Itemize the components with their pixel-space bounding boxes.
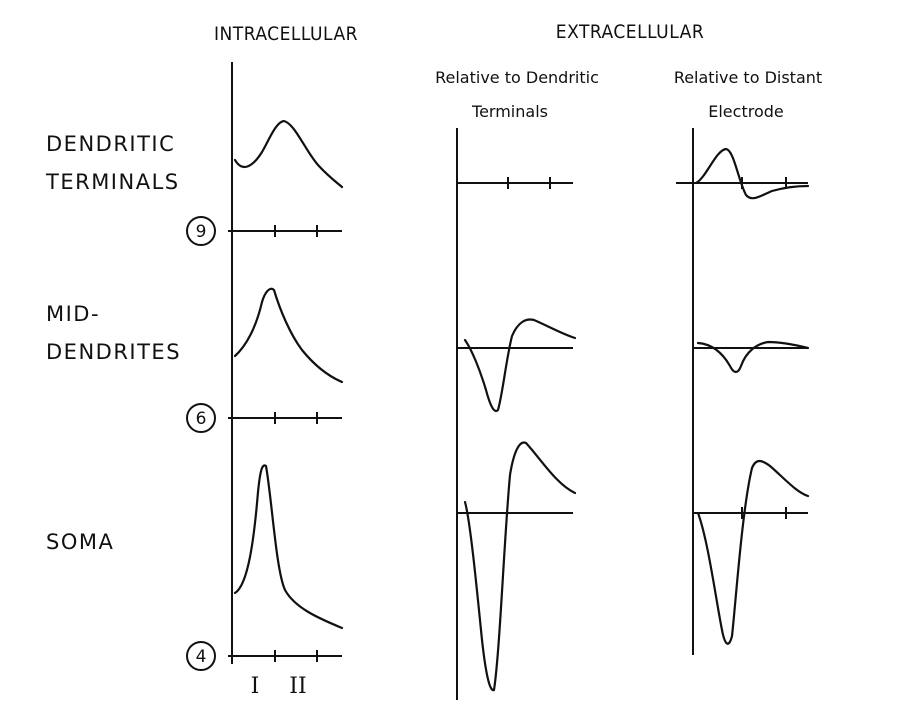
subheader-dendritic-line1: Relative to Dendritic xyxy=(435,68,599,87)
marker-6: 6 xyxy=(186,403,216,433)
trace-intracellular-dendritic xyxy=(233,119,344,189)
trace-intracellular-mid xyxy=(233,287,344,384)
marker-4: 4 xyxy=(186,641,216,671)
marker-4-label: 4 xyxy=(196,647,207,667)
row-label-dendritic: DENDRITIC xyxy=(46,132,175,156)
trace-extracellular-dendritic-mid xyxy=(463,318,577,413)
extracellular-dendritic-axes xyxy=(456,128,573,700)
marker-9: 9 xyxy=(186,216,216,246)
marker-6-label: 6 xyxy=(196,409,207,429)
row-label-soma: SOMA xyxy=(46,530,114,554)
intracellular-axes xyxy=(228,62,342,664)
trace-extracellular-dendritic-soma xyxy=(463,441,577,692)
row-label-mid: MID- xyxy=(46,302,100,326)
subheader-distant-line1: Relative to Distant xyxy=(674,68,822,87)
trace-extracellular-distant-mid xyxy=(696,340,810,374)
time-label-I: I xyxy=(251,674,260,699)
extracellular-distant-axes xyxy=(676,128,808,655)
trace-extracellular-distant-soma xyxy=(696,459,810,645)
subheader-dendritic-line2: Terminals xyxy=(471,102,548,121)
time-label-II: II xyxy=(289,674,306,699)
row-label-terminals: TERMINALS xyxy=(45,170,180,194)
trace-extracellular-distant-dendritic xyxy=(694,147,810,200)
row-label-dendrites: DENDRITES xyxy=(46,340,181,364)
header-extracellular: EXTRACELLULAR xyxy=(556,21,704,43)
marker-9-label: 9 xyxy=(196,222,207,242)
trace-intracellular-soma xyxy=(233,464,344,630)
subheader-distant-line2: Electrode xyxy=(708,102,783,121)
header-intracellular: INTRACELLULAR xyxy=(214,23,358,45)
